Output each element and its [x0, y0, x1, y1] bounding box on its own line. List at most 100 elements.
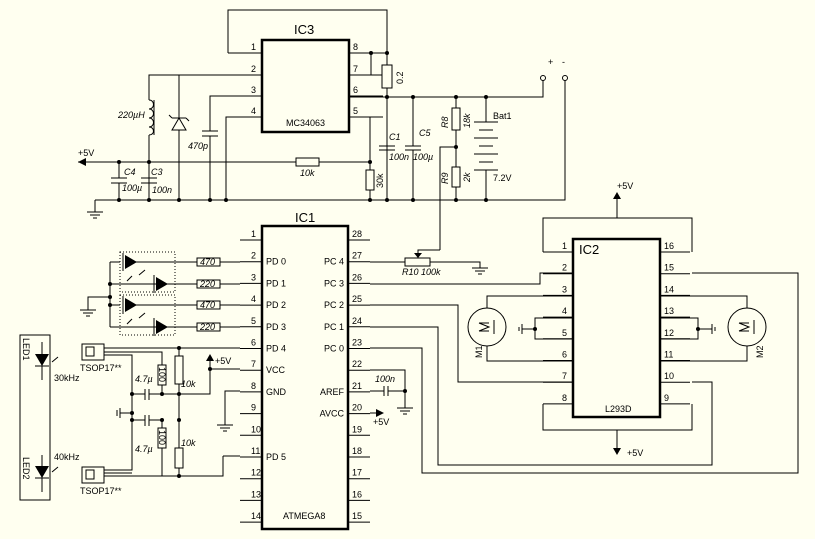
motor-m2-icon	[727, 307, 767, 347]
led1-label: LED1	[21, 338, 31, 361]
led-r4-label: 220	[199, 322, 215, 332]
pin-label: AREF	[320, 387, 345, 397]
pin-number: 26	[352, 272, 362, 282]
ic2-bottom-5v: +5V	[627, 448, 643, 458]
pin-number: 2	[562, 263, 567, 273]
pin-label: PC 3	[324, 278, 344, 288]
pin-number: 21	[352, 381, 362, 391]
pin-label: PC 4	[324, 257, 344, 267]
pin-number: 1	[562, 241, 567, 251]
terminal-minus	[562, 75, 568, 81]
vcc-5v-label: +5V	[215, 356, 231, 366]
ic1-right-wiring: R10 100k 100n +5V	[370, 249, 799, 474]
tsop1-label: TSOP17**	[80, 363, 122, 373]
pin-number: 8	[353, 42, 358, 52]
pin-label: PD 1	[266, 278, 286, 288]
pin-number: 7	[353, 64, 358, 74]
c1-label: C1	[389, 132, 401, 142]
r9-label: R9	[440, 172, 450, 184]
l1-label: 220µH	[117, 110, 145, 120]
inductor-icon	[148, 99, 155, 136]
pin-label: AVCC	[320, 409, 345, 419]
pin-number: 18	[352, 446, 362, 456]
pin-number: 9	[664, 393, 669, 403]
pin-number: 23	[352, 338, 362, 348]
m2-label: M2	[755, 345, 765, 358]
pin-number: 16	[352, 489, 362, 499]
power-supply-wiring: 220µH 470p +5V C4 100µ C3 100n 10k 30k 0…	[78, 9, 568, 250]
pin-number: 6	[251, 338, 256, 348]
c1-value: 100n	[389, 152, 409, 162]
pin-number: 4	[251, 294, 256, 304]
r10ka-label: 10k	[181, 379, 196, 389]
pin-label: PC 2	[324, 300, 344, 310]
r-10k-label: 10k	[300, 168, 315, 178]
freq2-label: 40kHz	[54, 452, 80, 462]
pin-number: 3	[251, 272, 256, 282]
r100a-label: 100	[157, 367, 167, 382]
pin-label: VCC	[266, 365, 286, 375]
pin-number: 13	[251, 489, 261, 499]
pin-number: 13	[664, 306, 674, 316]
led-r2-label: 220	[199, 279, 215, 289]
ic1-part: ATMEGA8	[283, 511, 325, 521]
ic2-part: L293D	[605, 404, 632, 414]
c4-label: C4	[124, 167, 136, 177]
c5-value: 100µ	[413, 152, 433, 162]
ic2-top-5v: +5V	[617, 181, 633, 191]
pin-number: 14	[664, 284, 674, 294]
led2-label: LED2	[21, 457, 31, 480]
pin-number: 11	[664, 350, 673, 360]
pin-number: 9	[251, 403, 256, 413]
pin-number: 6	[353, 85, 358, 95]
pin-number: 11	[251, 446, 260, 456]
cap47a-label: 4.7µ	[135, 374, 153, 384]
terminal-minus-label: -	[562, 57, 565, 67]
pin-number: 3	[562, 284, 567, 294]
r-02-label: 0.2	[395, 71, 405, 84]
pin-number: 15	[352, 511, 362, 521]
ic2-wiring: +5V +5V M1 M2	[467, 181, 767, 458]
pin-number: 24	[352, 316, 362, 326]
led-r3-label: 470	[200, 300, 215, 310]
pin-number: 10	[251, 424, 261, 434]
pin-number: 15	[664, 263, 674, 273]
potentiometer-r10	[404, 257, 431, 267]
pin-label: PC 1	[324, 322, 344, 332]
pin-number: 4	[251, 106, 256, 116]
battery-icon	[474, 121, 498, 171]
pin-number: 5	[251, 316, 256, 326]
pin-number: 19	[352, 424, 362, 434]
c-470p-label: 470p	[188, 141, 208, 151]
pin-number: 14	[251, 511, 261, 521]
pin-number: 1	[251, 42, 256, 52]
pin-number: 4	[562, 306, 567, 316]
pin-number: 2	[251, 251, 256, 261]
r100b-label: 100	[157, 430, 167, 445]
pin-number: 7	[251, 359, 256, 369]
ic3-part: MC34063	[286, 118, 325, 128]
bat-value: 7.2V	[493, 173, 512, 183]
pin-label: GND	[266, 387, 287, 397]
pin-number: 10	[664, 371, 674, 381]
pin-number: 2	[251, 64, 256, 74]
aref-cap-label: 100n	[375, 374, 395, 384]
pin-number: 22	[352, 359, 362, 369]
arrow-icon	[78, 158, 86, 166]
pin-number: 17	[352, 468, 362, 478]
r8-label: R8	[440, 116, 450, 128]
ic3-name: IC3	[294, 22, 314, 37]
led-r1-label: 470	[200, 257, 215, 267]
pin-label: PC 0	[324, 344, 344, 354]
pin-number: 16	[664, 241, 674, 251]
r8-value: 18k	[462, 113, 472, 128]
plus5v-label: +5V	[78, 148, 94, 158]
pin-number: 5	[353, 106, 358, 116]
c3-value: 100n	[152, 185, 172, 195]
pin-number: 5	[562, 328, 567, 338]
avcc-5v-label: +5V	[373, 417, 389, 427]
terminal-plus	[540, 75, 546, 81]
ground-icon	[87, 200, 103, 219]
